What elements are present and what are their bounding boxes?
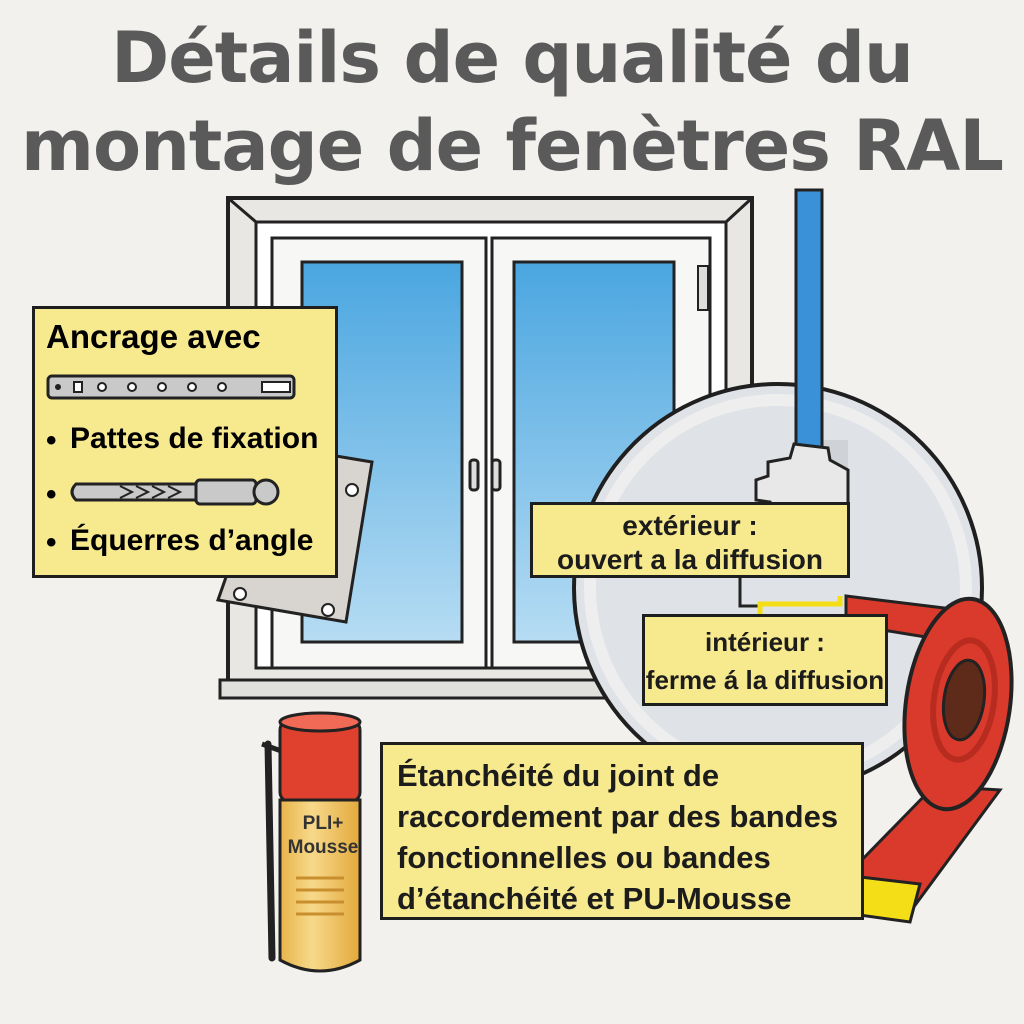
- window-sill: [218, 678, 662, 700]
- title-line-1: Détails de qualité du: [111, 17, 914, 99]
- bullet-2: •: [46, 478, 57, 511]
- anchoring-item-fixing-straps: Pattes de fixation: [70, 422, 319, 455]
- interior-callout: intérieur : ferme á la diffusion: [642, 614, 888, 706]
- window-handles: [468, 458, 502, 492]
- interior-callout-line-1: intérieur :: [705, 627, 825, 657]
- bullet-3: •: [46, 526, 57, 559]
- exterior-callout: extérieur : ouvert a la diffusion: [530, 502, 850, 578]
- sealing-callout-line-3: fonctionnelles ou bandes: [397, 840, 771, 875]
- foam-can-label: PLI+ Mousse: [285, 812, 361, 860]
- sealing-callout-line-4: d’étanchéité et PU-Mousse: [397, 881, 792, 916]
- page-title: Détails de qualité du montage de fenètre…: [0, 14, 1024, 190]
- foam-can: [261, 711, 362, 973]
- anchoring-heading: Ancrage avec: [46, 318, 261, 355]
- sealing-callout: Étanchéité du joint de raccordement par …: [380, 742, 864, 920]
- anchoring-callout: [32, 306, 338, 578]
- bullet-1: •: [46, 424, 57, 457]
- glass-section: [794, 188, 824, 462]
- sealing-callout-line-2: raccordement par des bandes: [397, 799, 839, 834]
- foam-can-label-line-1: PLI+: [302, 813, 344, 834]
- foam-can-label-line-2: Mousse: [287, 837, 359, 858]
- anchoring-item-angle-brackets: Équerres d’angle: [70, 524, 314, 557]
- interior-callout-line-2: ferme á la diffusion: [645, 665, 885, 695]
- sealing-callout-line-1: Étanchéité du joint de: [397, 758, 720, 793]
- exterior-callout-line-2: ouvert a la diffusion: [556, 544, 824, 575]
- window-hinge: [697, 265, 709, 311]
- exterior-callout-line-1: extérieur :: [622, 510, 758, 541]
- title-line-2: montage de fenètres RAL: [21, 105, 1004, 187]
